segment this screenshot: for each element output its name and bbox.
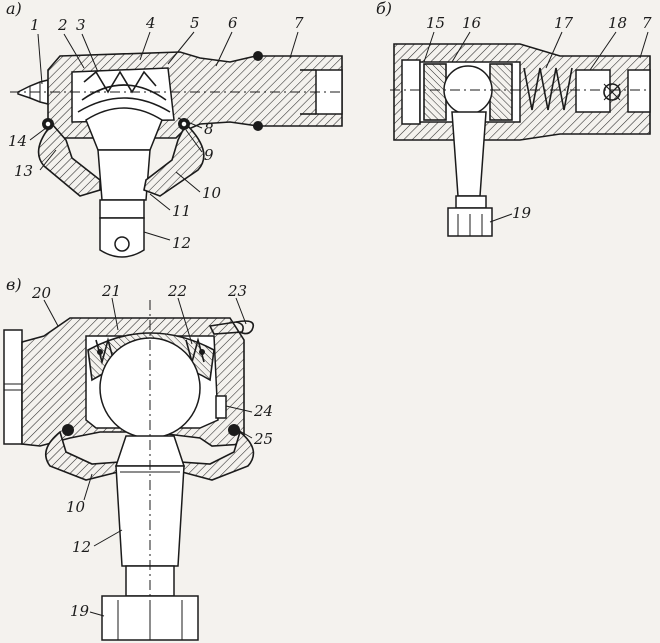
callout-a-14: 14 xyxy=(8,132,27,150)
callout-b-16: 16 xyxy=(462,14,482,32)
callout-c-25: 25 xyxy=(253,430,273,448)
callout-c-22: 22 xyxy=(167,282,187,300)
callout-c-24: 24 xyxy=(253,402,273,420)
callout-a-12: 12 xyxy=(172,234,191,252)
callout-a-10: 10 xyxy=(202,184,222,202)
callouts-c: 20 21 22 23 24 25 10 12 19 xyxy=(31,282,273,620)
callout-a-6: 6 xyxy=(228,14,238,32)
callout-a-9: 9 xyxy=(204,146,214,164)
callout-a-8: 8 xyxy=(204,120,214,138)
callout-a-5: 5 xyxy=(190,14,200,32)
panel-label-b: б) xyxy=(376,0,392,18)
callouts-b: 15 16 17 18 7 19 xyxy=(423,14,652,223)
panel-label-a: а) xyxy=(6,0,22,18)
callout-a-11: 11 xyxy=(172,202,191,220)
panel-a-drawing xyxy=(10,51,343,258)
callout-c-10: 10 xyxy=(66,498,86,516)
panel-c-drawing xyxy=(3,300,255,641)
callout-c-21: 21 xyxy=(101,282,121,300)
callout-a-7: 7 xyxy=(294,14,304,32)
callout-a-13: 13 xyxy=(14,162,33,180)
callout-c-19: 19 xyxy=(70,602,90,620)
callout-a-1: 1 xyxy=(30,16,40,34)
callouts-a: 1 2 3 4 5 6 7 14 13 8 9 10 11 12 xyxy=(8,14,304,252)
callout-b-19: 19 xyxy=(512,204,532,222)
callout-c-23: 23 xyxy=(227,282,247,300)
panel-label-c: в) xyxy=(6,275,22,294)
callout-a-3: 3 xyxy=(76,16,86,34)
callout-c-20: 20 xyxy=(31,284,52,302)
callout-b-15: 15 xyxy=(426,14,445,32)
callout-b-17: 17 xyxy=(554,14,574,32)
callout-a-2: 2 xyxy=(57,16,68,34)
callout-b-18: 18 xyxy=(608,14,627,32)
callout-a-4: 4 xyxy=(145,14,156,32)
callout-b-7: 7 xyxy=(642,14,652,32)
panel-b-drawing xyxy=(390,43,651,237)
callout-c-12: 12 xyxy=(72,538,91,556)
